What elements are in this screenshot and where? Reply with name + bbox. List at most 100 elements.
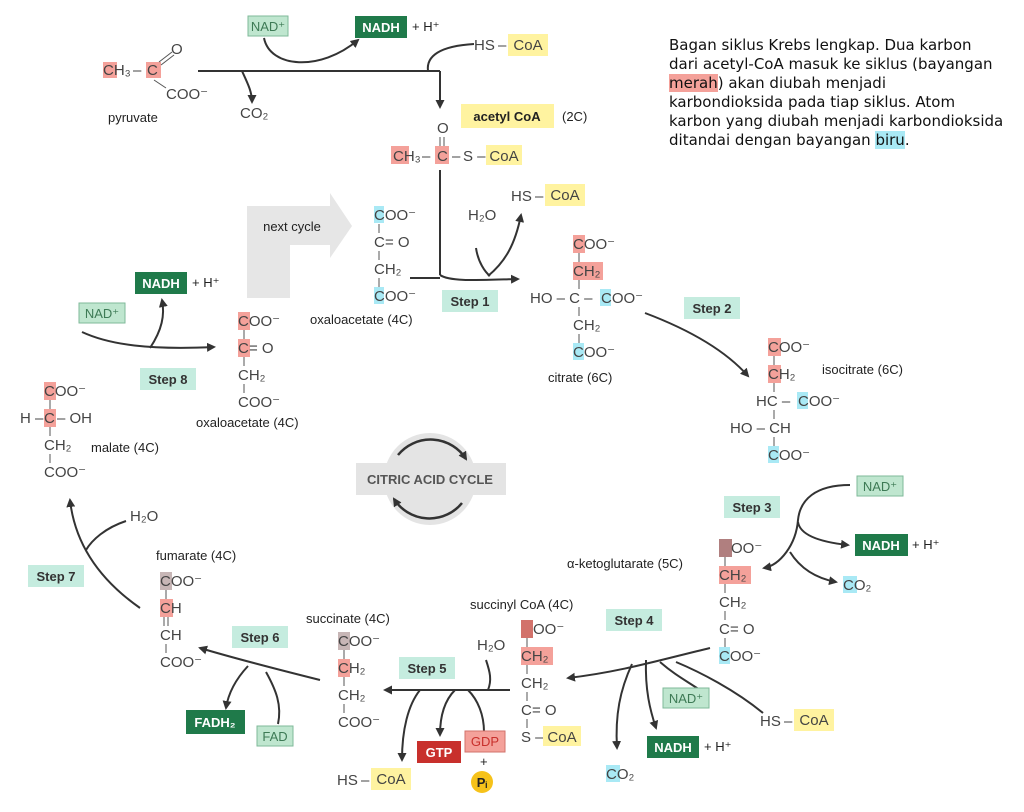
svg-text:NAD⁺: NAD⁺: [863, 479, 897, 494]
h2o-step1: H₂O: [468, 207, 496, 224]
svg-text:C: C: [238, 340, 249, 357]
co2-step3: CO₂: [843, 577, 872, 594]
svg-text:O: O: [437, 120, 449, 137]
svg-text:= O: = O: [385, 234, 410, 251]
svg-text:–: –: [452, 148, 461, 165]
svg-text:CoA: CoA: [489, 148, 518, 165]
svg-text:COO⁻: COO⁻: [374, 288, 416, 305]
svg-text:CH₂: CH₂: [338, 687, 366, 704]
h2o-step5: H₂O: [477, 637, 505, 654]
gdp-step5-line: [467, 689, 485, 733]
svg-text:–: –: [133, 62, 142, 79]
nadh-box-step4: [647, 736, 699, 758]
svg-text:NAD⁺: NAD⁺: [251, 19, 285, 34]
isocitrate-label: isocitrate (6C): [822, 362, 903, 377]
co2-shade-step4: [606, 765, 620, 782]
svg-text:–: –: [535, 188, 544, 205]
svg-text:CH₃: CH₃: [393, 148, 421, 165]
svg-text:CH₂: CH₂: [719, 594, 747, 611]
h2o-step7-line: [85, 520, 127, 551]
svg-text:CH₂: CH₂: [44, 437, 72, 454]
h2o-step7: H₂O: [130, 508, 158, 525]
nad-box-step3: [856, 475, 904, 497]
figure-caption: Bagan siklus Krebs lengkap. Dua karbon d…: [669, 36, 1004, 150]
svg-text:NAD⁺: NAD⁺: [85, 306, 119, 321]
svg-text:COO⁻: COO⁻: [573, 236, 615, 253]
succinate-structure: COO⁻ CH₂ CH₂ COO⁻: [338, 632, 380, 731]
coa-box-step5: [371, 768, 411, 790]
svg-text:FADH₂: FADH₂: [194, 715, 235, 730]
co2-shade-step3: [843, 576, 857, 593]
step1-main-arrow: [439, 274, 520, 284]
svg-text:COO⁻: COO⁻: [768, 447, 810, 464]
svg-text:HO – CH: HO – CH: [730, 420, 791, 437]
svg-text:COO⁻: COO⁻: [238, 313, 280, 330]
nadh-step3-arrow: [797, 521, 850, 549]
coa-step4-line: [675, 661, 764, 714]
svg-text:CH₂: CH₂: [573, 317, 601, 334]
succinyl-coa-structure: OO⁻ CH₂ CH₂ C = O S – CoA CoA: [521, 620, 581, 746]
next-cycle-label: next cycle: [263, 219, 321, 234]
step6-main-arrow: [198, 645, 321, 681]
svg-text:CH₂: CH₂: [768, 366, 796, 383]
svg-text:CoA: CoA: [547, 729, 576, 746]
svg-text:Pᵢ: Pᵢ: [477, 775, 488, 790]
akg-structure: OO⁻ CH₂ CH₂ C = O COO⁻: [719, 539, 762, 665]
step-8-box: [140, 368, 196, 390]
svg-text:–: –: [784, 713, 793, 730]
svg-text:COO⁻: COO⁻: [44, 464, 86, 481]
coa-box-top: [508, 34, 548, 56]
svg-text:C: C: [374, 234, 385, 251]
step-7-box: [28, 565, 84, 587]
svg-text:HC –: HC –: [756, 393, 791, 410]
svg-text:OO⁻: OO⁻: [533, 621, 564, 638]
svg-text:CH₂: CH₂: [719, 567, 747, 584]
svg-text:COO⁻: COO⁻: [719, 648, 761, 665]
nadh-box-top: [355, 16, 407, 38]
co2-step3-arrow: [789, 551, 838, 586]
svg-text:NADH: NADH: [362, 20, 400, 35]
caption-part-2: ) akan diubah menjadi karbondioksida pad…: [669, 74, 1004, 149]
caption-blue-word: biru: [875, 131, 905, 149]
citrate-structure: COO⁻ CH₂ HO – C – COO⁻ CH₂ COO⁻: [530, 235, 643, 361]
nadh-step8-arrow: [149, 298, 168, 349]
step4-main-arrow: [566, 647, 711, 682]
svg-text:C: C: [437, 148, 448, 165]
svg-text:NADH: NADH: [142, 276, 180, 291]
svg-text:CH: CH: [160, 627, 182, 644]
step7-main-arrow: [66, 498, 141, 609]
cycle-center-label: CITRIC ACID CYCLE: [367, 472, 493, 487]
pyruvate-label: pyruvate: [108, 110, 158, 125]
svg-text:COO⁻: COO⁻: [238, 394, 280, 411]
succinyl-coa-label: succinyl CoA (4C): [470, 597, 573, 612]
h-plus-step4: + H⁺: [704, 739, 731, 754]
hs-coa-top-label: HS: [474, 37, 495, 54]
svg-text:COO⁻: COO⁻: [338, 714, 380, 731]
gtp-box: [417, 741, 461, 763]
co2-pyruvate: CO₂: [240, 105, 269, 122]
co2-release-arrow: [241, 70, 257, 104]
svg-text:CoA: CoA: [376, 771, 405, 788]
svg-text:C: C: [521, 702, 532, 719]
fumarate-structure: COO⁻ CH CH COO⁻: [160, 572, 202, 671]
pyruvate-structure: CH₃ – C O COO⁻: [103, 41, 208, 103]
malate-structure: COO⁻ H – C – OH CH₂ COO⁻: [20, 382, 92, 481]
cycle-center-band: [356, 463, 506, 495]
step3-main-arrow: [762, 484, 851, 572]
nad-step4-line: [659, 661, 701, 691]
next-cycle-arrow: [247, 193, 352, 298]
h2o-step5-line: [485, 659, 492, 691]
h-plus-step3: + H⁺: [912, 537, 939, 552]
svg-text:HO – C –: HO – C –: [530, 290, 593, 307]
oxaloacetate-top-label: oxaloacetate (4C): [310, 312, 413, 327]
svg-text:OO⁻: OO⁻: [731, 540, 762, 557]
step2-arrow: [644, 312, 750, 378]
acetyl-coa-structure: O CH₃ – C – S – CoA: [391, 120, 522, 165]
coa-step5-arrow: [397, 689, 421, 762]
h-plus-step8: + H⁺: [192, 275, 219, 290]
coa-box-step4: [794, 709, 834, 731]
svg-text:CH₂: CH₂: [521, 648, 549, 665]
h-plus-top: + H⁺: [412, 19, 439, 34]
oxaloacetate-left-label: oxaloacetate (4C): [196, 415, 299, 430]
